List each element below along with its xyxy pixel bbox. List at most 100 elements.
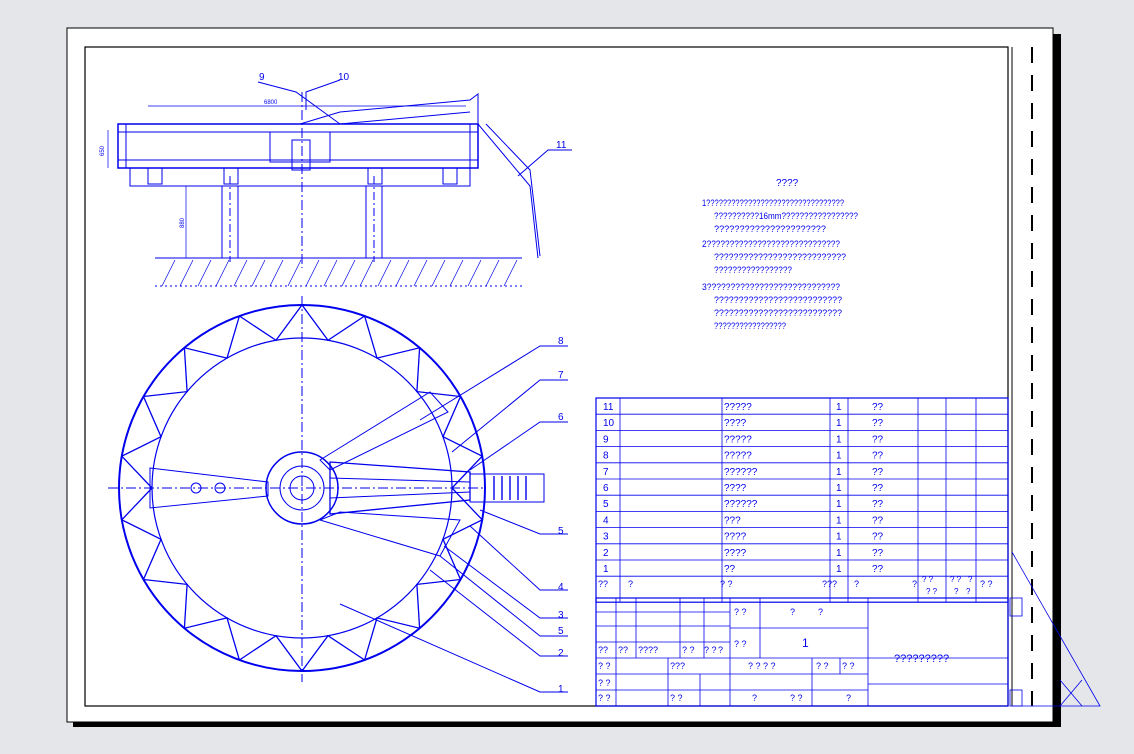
part-material: ?? — [872, 467, 884, 478]
part-name: ????? — [724, 451, 752, 462]
title-cell: ???? — [638, 645, 658, 655]
leader-line-8 — [419, 345, 568, 421]
center-hub — [291, 139, 311, 171]
header-cell: ? ? — [950, 575, 962, 584]
part-material: ?? — [872, 483, 884, 494]
callout-9: 9 — [259, 72, 265, 83]
note-line: ??????????????????????????? — [714, 252, 846, 262]
note-line: ?????????????????????? — [714, 224, 826, 234]
title-cell: ? ? — [670, 693, 683, 703]
header-cell: ? ? — [922, 575, 934, 584]
header-cell: ??? — [822, 579, 837, 589]
callout-7: 7 — [558, 370, 564, 381]
note-line: 1????????????????????????????????? — [702, 198, 844, 208]
paper-sheet — [66, 27, 1054, 723]
part-number: 4 — [603, 515, 609, 526]
title-cell: ?? — [618, 645, 628, 655]
part-material: ?? — [872, 434, 884, 445]
part-number: 1 — [603, 564, 609, 575]
part-material: ?? — [872, 564, 884, 575]
side-view-labels: 9 10 11 6800 650 880 — [100, 72, 567, 228]
bridge-rail — [329, 491, 471, 499]
title-block — [595, 597, 1009, 707]
part-quantity: 1 — [836, 499, 842, 510]
stair-railing — [485, 123, 541, 257]
title-cell: ? ? — [682, 645, 695, 655]
counterweight-arm — [149, 467, 269, 509]
part-material: ?? — [872, 499, 884, 510]
part-name: ???? — [724, 483, 747, 494]
leader-line-9 — [257, 81, 341, 125]
part-name: ??? — [724, 515, 741, 526]
side-elevation-view — [107, 79, 572, 287]
header-cell: ? — [954, 587, 959, 596]
part-quantity: 1 — [836, 564, 842, 575]
part-name: ???? — [724, 532, 747, 543]
part-material: ?? — [872, 548, 884, 559]
part-material: ?? — [872, 515, 884, 526]
center-drive-outer — [265, 451, 339, 525]
part-name: ????? — [724, 434, 752, 445]
note-line: ?????????????????????????? — [714, 295, 842, 305]
part-name: ???? — [724, 548, 747, 559]
title-cell: ? — [718, 645, 723, 655]
bridge-rail — [329, 477, 471, 483]
leader-line-2 — [429, 569, 568, 657]
title-cell: ?? — [598, 645, 608, 655]
title-block-frame — [595, 597, 1009, 707]
callout-6: 6 — [558, 412, 564, 423]
leader-line-10 — [305, 79, 341, 110]
part-quantity: 1 — [836, 418, 842, 429]
part-material: ?? — [872, 532, 884, 543]
title-cell: ? ? — [734, 639, 747, 649]
part-number: 5 — [603, 499, 609, 510]
part-number: 7 — [603, 467, 609, 478]
title-cell: ? ? — [598, 693, 611, 703]
leader-line-6 — [469, 421, 568, 471]
part-name: ?? — [724, 564, 736, 575]
bridge-chord — [339, 111, 471, 125]
callout-2: 2 — [558, 648, 564, 659]
center-drive-core — [289, 475, 315, 501]
leader-line-3 — [443, 545, 568, 619]
title-cell: ? — [818, 607, 823, 617]
stair-platform — [469, 473, 545, 503]
part-number: 9 — [603, 434, 609, 445]
parts-list-header: ?? ? ? ? ??? ? ? ? ? ? ? ? ? ? ? ? ? ? — [598, 575, 993, 596]
fold-mark — [1009, 551, 1101, 707]
part-material: ?? — [872, 402, 884, 413]
part-quantity: 1 — [836, 402, 842, 413]
title-cell: ? ? — [734, 607, 747, 617]
header-cell: ? ? — [980, 579, 993, 589]
part-name: ???? — [724, 418, 747, 429]
part-number: 6 — [603, 483, 609, 494]
drive-unit — [269, 131, 331, 163]
header-cell: ? — [966, 587, 971, 596]
parts-list-table — [595, 397, 1009, 603]
parts-table-frame — [595, 397, 1009, 603]
callout-8: 8 — [558, 336, 564, 347]
dimension-text-width: 6800 — [264, 100, 278, 106]
header-cell: ? ? — [926, 587, 938, 596]
header-cell: ? — [854, 579, 859, 589]
title-cell: ? ? — [816, 661, 829, 671]
part-material: ?? — [872, 451, 884, 462]
dimension-text-column: 880 — [180, 217, 186, 228]
callout-10: 10 — [338, 72, 350, 83]
part-quantity: 1 — [836, 548, 842, 559]
title-cell: ? ? ? ? — [748, 661, 776, 671]
plan-view-labels: 8 7 6 5 4 3 5 2 1 — [558, 336, 564, 695]
technical-notes: ???? 1????????????????????????????????? … — [702, 178, 858, 331]
title-cell: ? ? — [704, 645, 717, 655]
note-line: ??????????16mm????????????????? — [714, 211, 858, 221]
parts-list-text: 11?????1??10????1??9?????1??8?????1??7??… — [603, 402, 884, 575]
callout-4: 4 — [558, 582, 564, 593]
leader-line-7 — [451, 379, 568, 453]
leader-line-4 — [469, 525, 568, 591]
part-quantity: 1 — [836, 515, 842, 526]
callout-1: 1 — [558, 684, 564, 695]
scraper-blade-lower — [318, 511, 461, 557]
header-cell: ? — [968, 575, 973, 584]
header-cell: ? — [628, 579, 633, 589]
